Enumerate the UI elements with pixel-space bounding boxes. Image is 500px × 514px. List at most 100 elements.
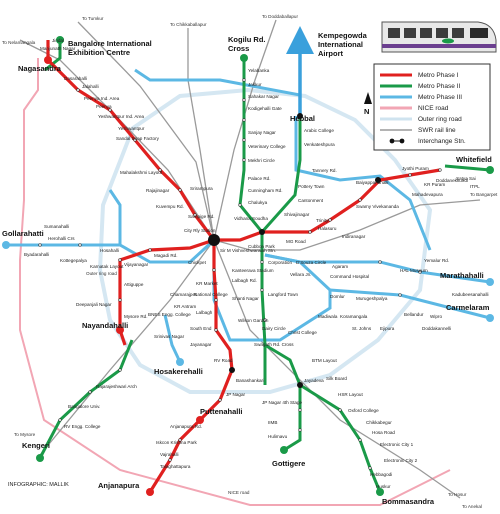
interchange-stations	[208, 113, 381, 388]
label-biec-1: Bangalore International	[68, 39, 152, 48]
station-label: Agaram	[332, 264, 348, 269]
infographic-credit: INFOGRAPHIC: MALLIK	[8, 482, 69, 488]
station-label: Hosa Road	[372, 430, 395, 435]
station-label: Mahalakshmi Layout	[120, 170, 163, 175]
station-label: Satya Sai	[456, 176, 476, 181]
station-label: Halasuru	[318, 226, 337, 231]
station-label: Cubbon Park	[248, 244, 276, 249]
terminus-bommasandra	[376, 488, 384, 496]
station-label: Kuvempu Rd.	[156, 204, 184, 209]
station-label: Sandal Soap Factory	[116, 136, 160, 141]
station-label: Deepanjali Nagar	[76, 302, 112, 307]
station-label: Christ College	[288, 330, 317, 335]
station-label: City Rly Station	[184, 228, 216, 233]
terminus-gottigere	[280, 446, 288, 454]
label-gollarahatti: Gollarahatti	[2, 229, 44, 238]
terminus-marathahalli	[486, 278, 494, 286]
label-kengeri: Kengeri	[22, 441, 50, 450]
station-label: Cunningham Rd.	[248, 188, 282, 193]
station-label: Baiyappanahalli	[356, 180, 388, 185]
north-arrow-icon	[364, 92, 372, 104]
rail-labels: To Tumkur To Chikkaballapur To Doddaball…	[2, 14, 498, 509]
legend-label-phase1: Metro Phase I	[418, 72, 459, 79]
station-label: Vajrahalli	[160, 452, 179, 457]
station-label: Hulimavu	[268, 434, 288, 439]
station-label: Hebbagodi	[370, 472, 392, 477]
station-label: Indiranagar	[342, 234, 366, 239]
station-label: Dasarahalli	[64, 76, 87, 81]
station-label: Kanteerava Stadium	[232, 268, 274, 273]
terminus-carmelaram	[486, 314, 494, 322]
station-label: Oxford College	[348, 408, 379, 413]
station-label: JP Nagar	[226, 392, 246, 397]
station-label: Vidhana Soudha	[234, 216, 268, 221]
station-label: Bellandur	[404, 312, 424, 317]
station-label: KR Market	[196, 281, 218, 286]
station-label: Peenya	[96, 104, 112, 109]
station-labels-green: Yelahanka Jakkur Sahakar Nagar Kodigehal…	[232, 68, 418, 489]
station-label: Doddakannelli	[422, 326, 451, 331]
station-label: Swamy Vivekananda	[356, 204, 399, 209]
station-label: Yeshwantpur	[118, 126, 145, 131]
terminus-whitefield	[486, 166, 494, 174]
jayadeva-interchange	[297, 382, 303, 388]
station-label: Murugeshpalya	[356, 296, 388, 301]
station-label: Sahakar Nagar	[248, 94, 279, 99]
terminus-nagasandra	[44, 56, 52, 64]
label-hebbal: Hebbal	[290, 114, 315, 123]
station-label: Sumanahalli	[44, 224, 69, 229]
hebbal-interchange	[297, 113, 303, 119]
station-label: Yeshwantpur Ind. Area	[98, 114, 145, 119]
label-to-hosur: To Hosur	[448, 492, 467, 497]
mg-road-interchange	[259, 229, 265, 235]
outer-ring-road	[97, 87, 433, 394]
station-labels-red-east: Sir M Vishveshwaraiah Stn. Vidhana Soudh…	[220, 166, 480, 253]
station-label: Swagath Rd. Cross	[254, 342, 294, 347]
station-label: Tannery Rd.	[312, 168, 337, 173]
station-label: Pottery Town	[298, 184, 325, 189]
station-label: KR Puram	[424, 182, 445, 187]
label-gottigere: Gottigere	[272, 459, 305, 468]
station-label: South End	[190, 326, 212, 331]
station-label: Shanti Nagar	[232, 296, 259, 301]
north-compass: N	[364, 92, 372, 116]
legend-label-nice: NICE road	[418, 105, 449, 112]
station-label: Srirampura	[190, 186, 213, 191]
station-label: Wilson Garden	[238, 318, 269, 323]
station-label: Chamarajpet	[170, 292, 197, 297]
metro-train-illustration	[381, 21, 497, 53]
legend-swatch-interchange-a	[389, 138, 395, 144]
label-to-tumkur: To Tumkur	[82, 16, 104, 21]
label-to-doddaballapur: To Doddaballapur	[262, 14, 298, 19]
station-label: Lalbagh	[196, 310, 213, 315]
station-label: Lalbagh Rd.	[232, 278, 257, 283]
station-label: Mysore Rd.	[124, 314, 148, 319]
station-label: HSR Layout	[338, 392, 363, 397]
station-label: Chickpet	[188, 260, 207, 265]
station-label: D'Souza Circle	[296, 260, 327, 265]
label-anjanapura: Anjanapura	[98, 481, 140, 490]
terminus-gollarahatti	[2, 241, 10, 249]
north-label: N	[364, 107, 369, 116]
station-label: St. Johns	[352, 326, 372, 331]
terminus-labels: Nagasandra Bangalore International Exhib…	[2, 31, 492, 506]
label-carmelaram: Carmelaram	[446, 303, 490, 312]
legend-label-orr: Outer ring road	[418, 116, 462, 123]
station-label: Doddanekkundi	[436, 178, 468, 183]
station-label: Sir M Vishveshwaraiah Stn.	[220, 248, 276, 253]
station-label: RV Engg. College	[64, 424, 101, 429]
label-airport-2: International	[318, 40, 363, 49]
station-label: Jakkur	[248, 82, 262, 87]
station-label: Palace Rd.	[248, 176, 270, 181]
station-label: RV Road	[214, 358, 233, 363]
station-label: Sanjay Nagar	[248, 130, 276, 135]
station-label: Wipro	[430, 314, 442, 319]
station-label: Karnatak Layout	[90, 264, 124, 269]
majestic-interchange	[208, 234, 220, 246]
label-nayandahalli: Nayandahalli	[82, 321, 128, 330]
terminus-biec	[56, 36, 64, 44]
station-label: BNES Engg. College	[148, 312, 191, 317]
station-labels-red-west: Jindal Manjunath Nagar Dasarahalli Jalah…	[40, 38, 216, 233]
station-label: Electronic City 1	[380, 442, 414, 447]
